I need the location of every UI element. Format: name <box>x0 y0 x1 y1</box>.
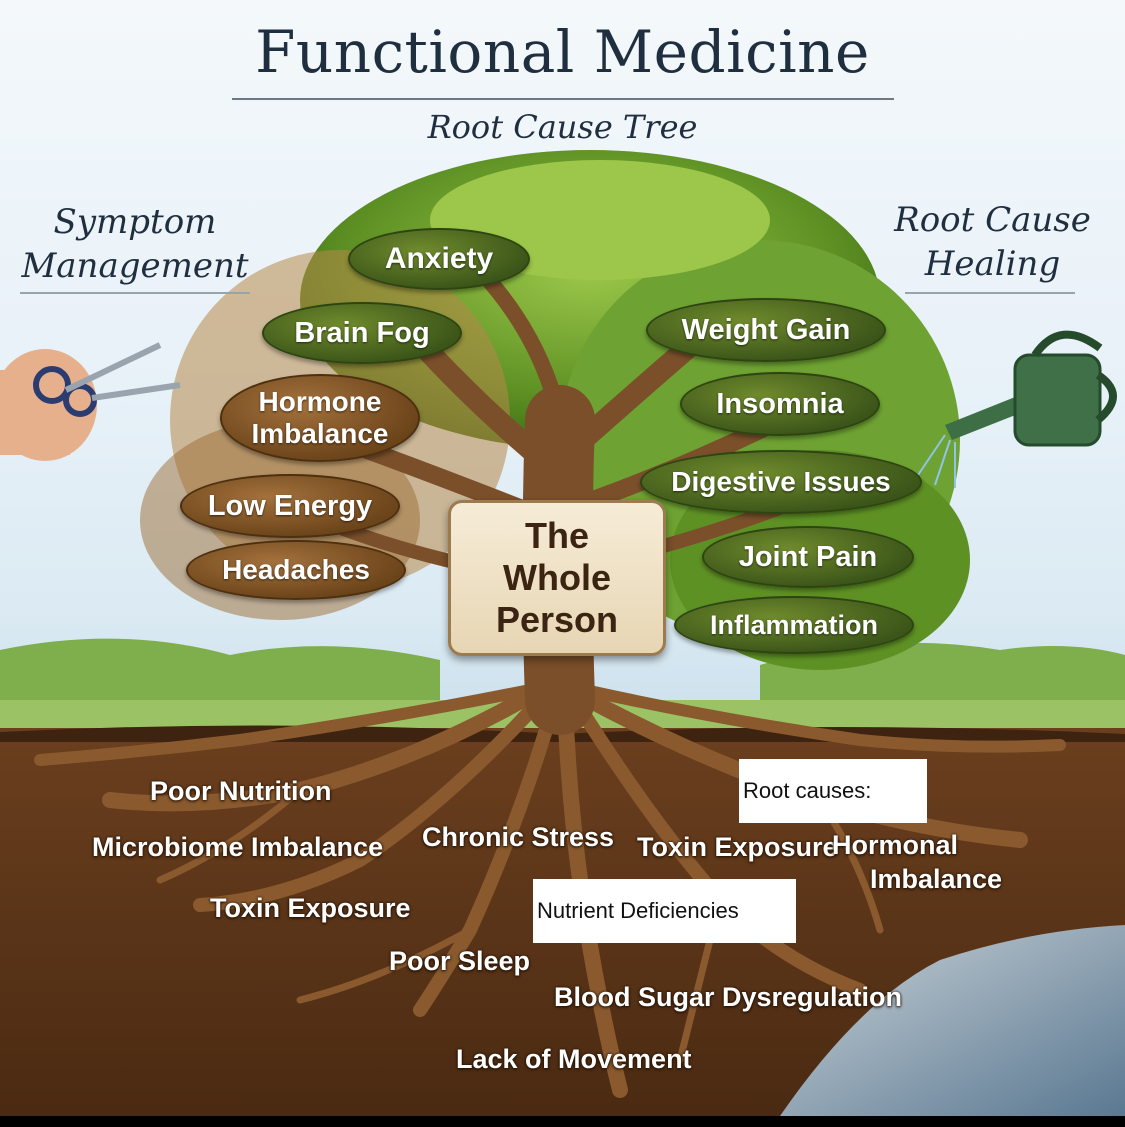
watering-can-icon <box>917 330 1117 488</box>
root-cause-chronic-stress: Chronic Stress <box>422 822 615 852</box>
symptom-leaf-joint-pain: Joint Pain <box>702 526 914 588</box>
scissors-icon <box>0 342 181 461</box>
root-cause-healing-line1: Root Cause <box>894 200 1091 240</box>
symptom-leaf-insomnia: Insomnia <box>680 372 880 436</box>
root-cause-microbiome-imbalance: Microbiome Imbalance <box>92 832 384 862</box>
water-stream <box>780 925 1125 1116</box>
root-cause-blood-sugar-dysregulation: Blood Sugar Dysregulation <box>554 982 903 1012</box>
hill-left <box>0 638 440 720</box>
symptom-leaf-anxiety: Anxiety <box>348 228 530 290</box>
title-divider <box>232 98 894 100</box>
nutrient-deficiencies-text: Nutrient Deficiencies <box>537 898 739 923</box>
symptom-management-heading: Symptom Management <box>20 200 250 288</box>
symptom-leaf-weight-gain: Weight Gain <box>646 298 886 362</box>
symptom-management-line2: Management <box>21 246 249 286</box>
right-heading-rule <box>905 292 1075 294</box>
left-heading-rule <box>20 292 250 294</box>
root-cause-healing-heading: Root Cause Healing <box>880 198 1105 286</box>
root-cause-poor-nutrition: Poor Nutrition <box>150 776 332 806</box>
symptom-leaf-digestive-issues: Digestive Issues <box>640 450 922 514</box>
whole-person-line2: Whole <box>503 557 611 598</box>
symptom-leaf-inflammation: Inflammation <box>674 596 914 654</box>
page-title: Functional Medicine <box>255 18 870 86</box>
whole-person-line1: The <box>524 515 589 556</box>
root-cause-toxin-exposure-left: Toxin Exposure <box>210 893 411 923</box>
root-cause-lack-of-movement: Lack of Movement <box>456 1044 692 1074</box>
symptom-leaf-hormone-imbalance: Hormone Imbalance <box>220 374 420 462</box>
nutrient-deficiencies-box: Nutrient Deficiencies <box>533 879 796 943</box>
root-cause-hormonal: Hormonal <box>832 830 959 860</box>
symptom-leaf-low-energy: Low Energy <box>180 474 400 538</box>
root-cause-poor-sleep: Poor Sleep <box>389 946 531 976</box>
root-causes-label-text: Root causes: <box>743 778 872 803</box>
root-cause-healing-line2: Healing <box>924 244 1061 284</box>
root-cause-toxin-exposure-right: Toxin Exposure <box>637 832 838 862</box>
page-subtitle: Root Cause Tree <box>427 108 698 146</box>
symptom-leaf-headaches: Headaches <box>186 540 406 600</box>
root-causes-label-box: Root causes: <box>739 759 927 823</box>
bottom-black-bar <box>0 1116 1125 1127</box>
whole-person-sign: The Whole Person <box>448 500 666 656</box>
symptom-management-line1: Symptom <box>53 202 217 242</box>
root-cause-imbalance: Imbalance <box>870 864 1003 894</box>
symptom-leaf-brain-fog: Brain Fog <box>262 302 462 364</box>
whole-person-line3: Person <box>495 599 619 640</box>
